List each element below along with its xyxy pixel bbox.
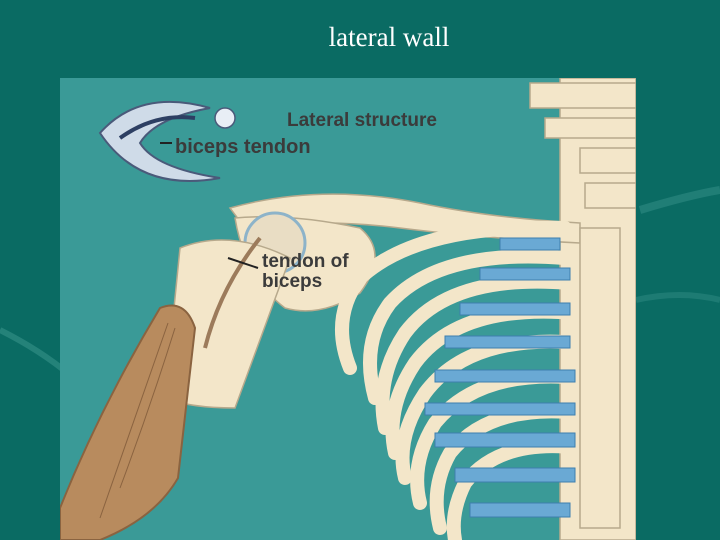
intercostal-muscles — [424, 237, 576, 518]
label-tendon-of-biceps: tendon of biceps — [262, 252, 349, 292]
sternum — [579, 227, 621, 529]
anatomy-illustration — [60, 78, 636, 540]
slide-title: lateral wall — [328, 22, 450, 52]
pointer-line-tendon — [227, 257, 259, 269]
label-tendon-of-line1: tendon of — [262, 251, 349, 272]
biceps-muscle — [60, 304, 197, 540]
label-tendon-of-line2: biceps — [262, 270, 323, 292]
biceps-tendon — [203, 236, 262, 349]
label-lateral-structure: Lateral structure — [287, 110, 437, 131]
label-biceps-tendon: biceps tendon — [175, 136, 311, 158]
inset-crescent-icon — [98, 100, 236, 182]
rib-cage — [335, 220, 587, 540]
anatomy-figure: Lateral structure biceps tendon tendon o… — [60, 78, 636, 540]
